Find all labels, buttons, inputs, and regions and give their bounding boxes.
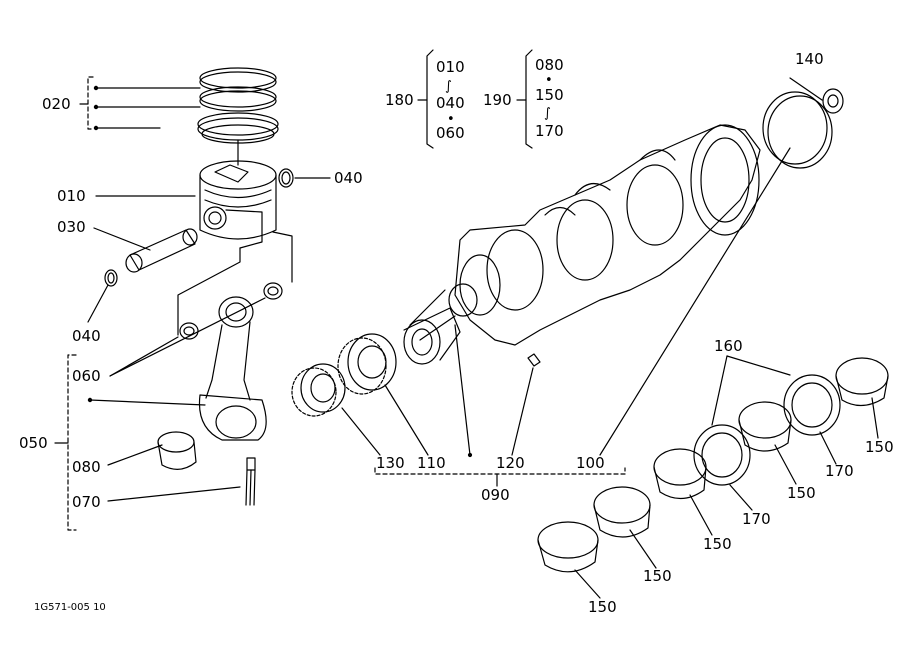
label-190-item-1: 080: [535, 56, 564, 74]
label-070: 070: [72, 493, 101, 511]
main-bearings-illustration: [537, 357, 889, 573]
label-130: 130: [376, 454, 405, 472]
piston-illustration: [199, 160, 294, 249]
label-150-c: 150: [703, 535, 732, 553]
label-190-item-2: 150: [535, 86, 564, 104]
gears-illustration: [291, 307, 461, 417]
label-040-top: 040: [334, 169, 363, 187]
label-030: 030: [57, 218, 86, 236]
figure-code: 1G571-005 10: [34, 602, 106, 613]
label-100: 100: [576, 454, 605, 472]
dot-glyph: •: [545, 73, 553, 88]
label-160: 160: [714, 337, 743, 355]
label-050: 050: [19, 434, 48, 452]
tilde-glyph: ∫: [544, 106, 551, 121]
label-060: 060: [72, 367, 101, 385]
set-brackets: [417, 49, 533, 149]
label-150-a: 150: [588, 598, 617, 616]
label-190-item-3: 170: [535, 122, 564, 140]
label-110: 110: [417, 454, 446, 472]
label-010: 010: [57, 187, 86, 205]
label-150-d: 150: [787, 484, 816, 502]
label-120: 120: [496, 454, 525, 472]
label-180-item-2: 040: [436, 94, 465, 112]
label-180-item-3: 060: [436, 124, 465, 142]
label-190: 190: [483, 91, 512, 109]
label-040-bottom: 040: [72, 327, 101, 345]
label-140: 140: [795, 50, 824, 68]
label-170-b: 170: [825, 462, 854, 480]
leaders-crankshaft: [341, 77, 823, 487]
label-170-a: 170: [742, 510, 771, 528]
label-180: 180: [385, 91, 414, 109]
connecting-rod-illustration: [157, 282, 283, 506]
label-180-item-1: 010: [436, 58, 465, 76]
crankshaft-illustration: [409, 124, 761, 367]
label-150-e: 150: [865, 438, 894, 456]
piston-rings-illustration: [197, 67, 279, 166]
label-150-b: 150: [643, 567, 672, 585]
label-090: 090: [481, 486, 510, 504]
tilde-glyph: ∫: [445, 79, 452, 94]
piston-pin-illustration: [104, 228, 198, 287]
leaders-bearings: [574, 355, 879, 599]
label-080: 080: [72, 458, 101, 476]
dot-glyph: •: [447, 112, 455, 127]
leaders-left: [54, 76, 331, 531]
label-020: 020: [42, 95, 71, 113]
oil-seal-illustration: [762, 88, 844, 169]
